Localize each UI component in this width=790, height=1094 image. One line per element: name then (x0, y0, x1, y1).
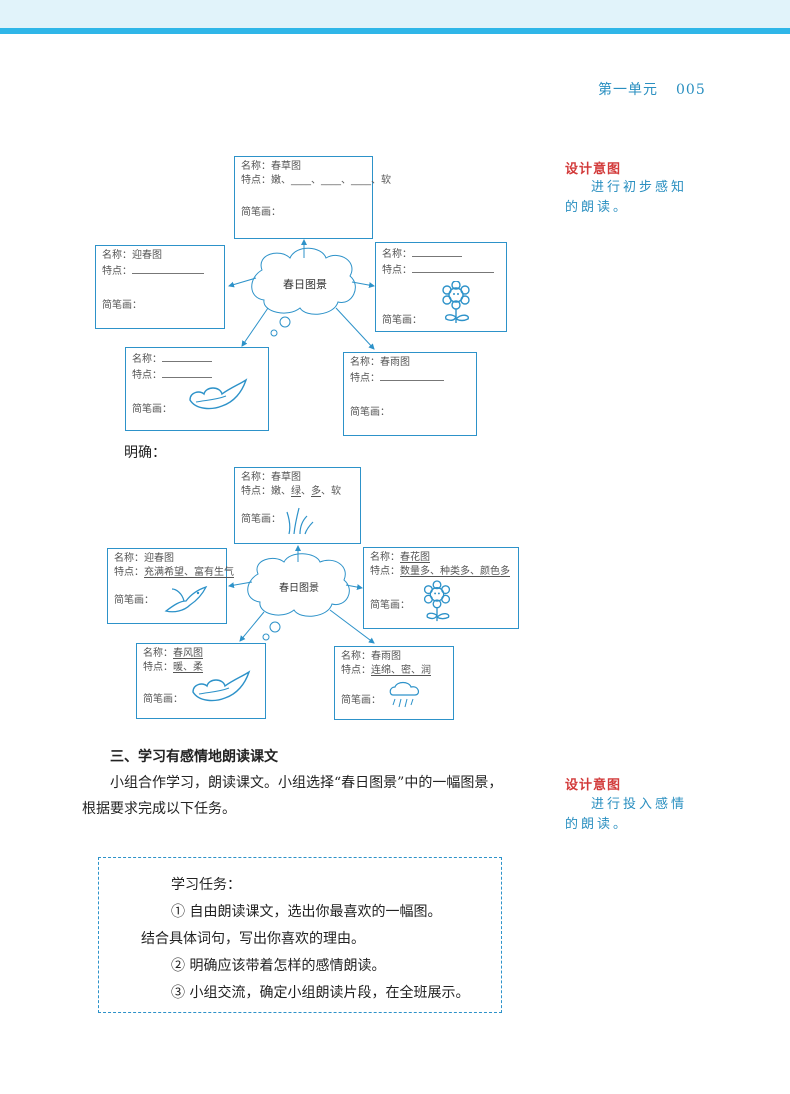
feature-label: 特点： (370, 566, 400, 577)
feature-sep: 、 (301, 486, 311, 497)
flower-sketch (416, 580, 458, 624)
section-title: 三、学习有感情地朗读课文 (110, 746, 278, 766)
name-label: 名称： (350, 357, 380, 368)
task-item-1: ① 自由朗读课文，选出你最喜欢的一幅图。 (171, 899, 441, 926)
card-bottom-right-2: 名称：春雨图 特点：连绵、密、润 简笔画： (334, 646, 454, 720)
card-feature: 嫩、____、____、____、软 (271, 175, 391, 186)
sketch-label: 简笔画： (341, 695, 381, 706)
name-label: 名称： (143, 648, 173, 659)
task-heading: 学习任务： (171, 872, 241, 899)
arrow (240, 612, 264, 641)
sketch-label: 简笔画： (114, 595, 154, 606)
feature-label: 特点： (114, 567, 144, 578)
card-left-2: 名称：迎春图 特点：充满希望、富有生气 简笔画： (107, 548, 227, 624)
flower-sketch (434, 281, 478, 325)
design-intent-title-2: 设计意图 (565, 774, 621, 793)
sketch-label: 简笔画： (382, 315, 422, 326)
card-right-1: 名称： 特点： 简笔画： (375, 242, 507, 332)
name-label: 名称： (241, 472, 271, 483)
wind-sketch (189, 670, 253, 706)
feature-label: 特点： (241, 486, 271, 497)
card-bottom-left-2: 名称：春风图 特点：暖、柔 简笔画： (136, 643, 266, 719)
feature-label: 特点： (143, 662, 173, 673)
feature-text: 嫩、 (271, 486, 291, 497)
card-bottom-right-1: 名称：春雨图 特点： 简笔画： (343, 352, 477, 436)
card-bottom-left-1: 名称： 特点： 简笔画： (125, 347, 269, 431)
feature-blank (132, 263, 204, 274)
sketch-label: 简笔画： (241, 207, 281, 218)
feature-label: 特点： (350, 373, 380, 384)
card-name: 春草图 (271, 472, 301, 483)
cloud-bubble (263, 634, 269, 640)
feature-label: 特点： (241, 175, 271, 186)
card-right-2: 名称：春花图 特点：数量多、种类多、颜色多 简笔画： (363, 547, 519, 629)
name-blank (412, 246, 462, 257)
sketch-label: 简笔画： (370, 600, 410, 611)
task-item-1-cont: 结合具体词句，写出你喜欢的理由。 (141, 926, 365, 953)
sketch-label: 简笔画： (241, 514, 281, 525)
cloud-label-1: 春日图景 (270, 278, 340, 298)
design-intent-line: 进行投入感情 (565, 795, 705, 815)
sketch-label: 简笔画： (102, 300, 142, 311)
design-intent-line: 进行初步感知 (565, 178, 705, 198)
grass-sketch (285, 506, 315, 536)
cloud-bubble (280, 317, 290, 327)
answer-label: 明确： (124, 442, 166, 462)
sketch-label: 简笔画： (350, 407, 390, 418)
card-name: 春花图 (400, 552, 430, 563)
name-label: 名称： (382, 249, 412, 260)
card-feature: 连绵、密、润 (371, 665, 431, 676)
design-intent-body-2: 进行投入感情 的朗读。 (565, 795, 705, 835)
card-name: 春雨图 (380, 357, 410, 368)
rain-sketch (387, 681, 423, 711)
card-name: 春草图 (271, 161, 301, 172)
name-label: 名称： (241, 161, 271, 172)
name-blank (162, 351, 212, 362)
card-name: 迎春图 (144, 553, 174, 564)
card-feature: 充满希望、富有生气 (144, 567, 234, 578)
feature-label: 特点： (382, 265, 412, 276)
name-label: 名称： (341, 651, 371, 662)
card-feature: 数量多、种类多、颜色多 (400, 566, 510, 577)
card-name: 春风图 (173, 648, 203, 659)
card-top-2: 名称：春草图 特点：嫩、绿、多、软 简笔画： (234, 467, 361, 544)
arrow (242, 308, 268, 346)
feature-answer: 绿 (291, 486, 301, 497)
arrow (336, 308, 374, 349)
feature-text: 软 (331, 486, 341, 497)
section-paragraph: 小组合作学习，朗读课文。小组选择“春日图景”中的一幅图景，根据要求完成以下任务。 (82, 770, 512, 822)
name-label: 名称： (102, 250, 132, 261)
feature-blank (162, 367, 212, 378)
design-intent-body-1: 进行初步感知 的朗读。 (565, 178, 705, 218)
cloud-bubble (271, 330, 277, 336)
card-top-1: 名称：春草图 特点：嫩、____、____、____、软 简笔画： (234, 156, 373, 239)
feature-label: 特点： (132, 370, 162, 381)
design-intent-title-1: 设计意图 (565, 158, 621, 177)
design-intent-line: 的朗读。 (565, 198, 705, 218)
name-label: 名称： (370, 552, 400, 563)
task-item-2: ② 明确应该带着怎样的感情朗读。 (171, 953, 385, 980)
cloud-label-2: 春日图景 (266, 582, 332, 600)
task-box: 学习任务： ① 自由朗读课文，选出你最喜欢的一幅图。 结合具体词句，写出你喜欢的… (98, 857, 502, 1013)
name-label: 名称： (114, 553, 144, 564)
card-name: 春雨图 (371, 651, 401, 662)
feature-answer: 多 (311, 486, 321, 497)
cloud-bubble (270, 622, 280, 632)
feature-sep: 、 (321, 486, 331, 497)
task-item-3: ③ 小组交流，确定小组朗读片段，在全班展示。 (171, 980, 469, 1007)
card-left-1: 名称：迎春图 特点： 简笔画： (95, 245, 225, 329)
sketch-label: 简笔画： (132, 404, 172, 415)
design-intent-line: 的朗读。 (565, 815, 705, 835)
feature-blank (380, 370, 444, 381)
feature-blank (412, 262, 494, 273)
feature-label: 特点： (341, 665, 371, 676)
card-name: 迎春图 (132, 250, 162, 261)
sketch-label: 简笔画： (143, 694, 183, 705)
name-label: 名称： (132, 354, 162, 365)
feature-label: 特点： (102, 266, 132, 277)
bird-sketch (162, 583, 210, 617)
wind-sketch (186, 378, 250, 414)
